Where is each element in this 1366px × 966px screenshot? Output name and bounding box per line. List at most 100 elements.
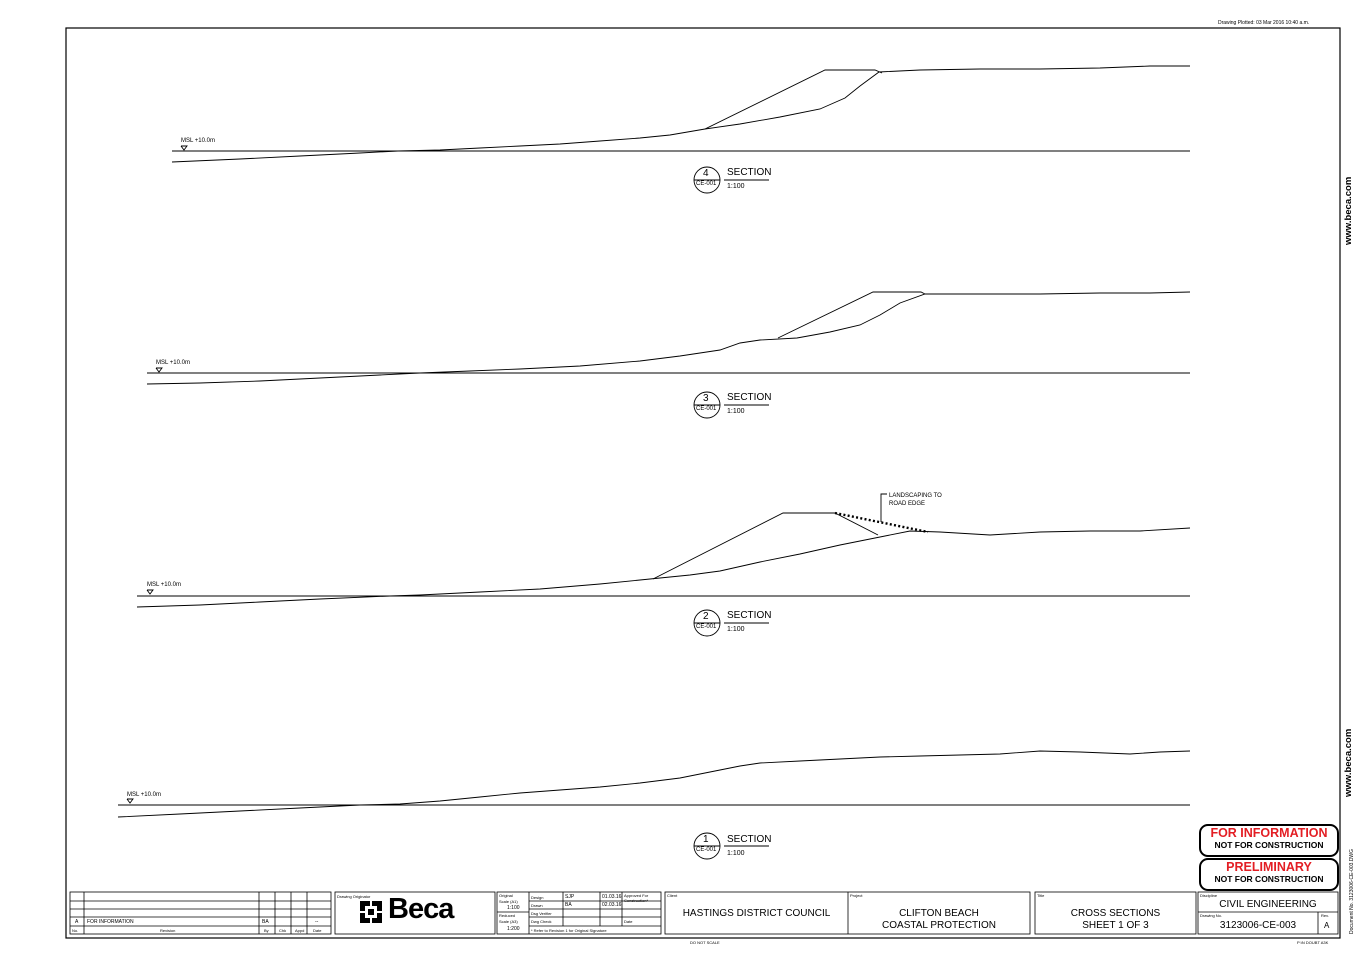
stamp-line1: PRELIMINARY: [1226, 860, 1312, 874]
website-label-upper: www.beca.com: [1343, 176, 1354, 245]
stamp-preliminary: PRELIMINARY NOT FOR CONSTRUCTION: [1199, 858, 1339, 891]
revetment-line: [704, 69, 883, 130]
plot-config: P:\N DOUBT A3K: [1297, 940, 1329, 945]
discipline-label: Discipline: [1200, 893, 1218, 898]
title-block-frame: [69, 891, 1339, 935]
drawing-no-label: Drawing No.: [1200, 913, 1223, 918]
section-4-bubble: [693, 166, 769, 194]
originator-label: Drawing Originator: [337, 894, 371, 899]
section-2-profile: [136, 493, 1191, 608]
section-1-bubble: [693, 832, 769, 860]
original-scale: 1:100: [507, 905, 520, 911]
annotation-line1: LANDSCAPING TO: [889, 493, 942, 499]
drawing-number: 3123006-CE-003: [1219, 920, 1297, 931]
msl-label: MSL +10.0m: [156, 360, 190, 366]
client-name: HASTINGS DISTRICT COUNCIL: [682, 908, 831, 919]
revision-date: --: [315, 919, 319, 925]
revetment-line: [652, 512, 879, 580]
stamp-line2: NOT FOR CONSTRUCTION: [1214, 839, 1324, 850]
reduced-scale-sub: Scale (A3): [499, 919, 518, 924]
project-line1: CLIFTON BEACH: [899, 908, 979, 919]
reduced-scale-label: Reduced: [499, 913, 516, 918]
revetment-line: [777, 291, 926, 339]
section-ref: CE-001: [696, 624, 717, 630]
msl-label: MSL +10.0m: [147, 582, 181, 588]
drawn-date: 02.03.16: [602, 902, 622, 908]
title-line1: CROSS SECTIONS: [1070, 908, 1161, 919]
sheet-border: [65, 27, 1341, 939]
section-number: 4: [703, 168, 709, 179]
design-by: SJP: [565, 894, 575, 900]
ground-line: [171, 65, 1190, 163]
rev-label: Rev.: [1321, 913, 1329, 918]
website-label-lower: www.beca.com: [1343, 728, 1354, 797]
ground-line: [136, 527, 1191, 608]
section-3-profile: [146, 291, 1191, 385]
do-not-scale: DO NOT SCALE: [690, 940, 720, 945]
section-2-bubble: [693, 609, 769, 637]
rev-letter: A: [1324, 921, 1330, 930]
document-number-vertical: Document No. 3123006-CE-003.DWG: [1349, 848, 1355, 934]
design-label: Design: [531, 895, 544, 900]
header-revision: Revision: [160, 928, 176, 933]
beca-logo-text: Beca: [388, 893, 454, 925]
section-1-profile: [117, 750, 1191, 818]
revision-description: FOR INFORMATION: [87, 919, 134, 925]
msl-triangle: [126, 798, 134, 804]
section-number: 2: [703, 611, 709, 622]
stamp-line2: NOT FOR CONSTRUCTION: [1214, 873, 1324, 884]
msl-triangle: [146, 589, 154, 595]
section-4-profile: [171, 65, 1190, 163]
section-3-bubble: [693, 391, 769, 419]
drawn-label: Drawn: [531, 903, 543, 908]
section-title: SECTION: [727, 392, 772, 403]
revision-by: BA: [262, 919, 269, 925]
date-label: Date: [624, 919, 633, 924]
project-label: Project: [850, 893, 863, 898]
annotation-line2: ROAD EDGE: [889, 501, 926, 507]
section-title: SECTION: [727, 610, 772, 621]
plot-timestamp: Drawing Plotted: 03 Mar 2016 10:40 a.m.: [1218, 20, 1310, 26]
header-date: Date: [313, 928, 322, 933]
landscaping-hatch: [834, 511, 929, 534]
header-no: No.: [72, 928, 79, 933]
revision-letter: A: [75, 919, 79, 925]
revision-note: * Refer to Revision 1 for Original Signa…: [531, 928, 607, 933]
dwg-check-label: Dwg Check: [531, 919, 552, 924]
ground-line: [146, 291, 1191, 385]
client-label: Client: [667, 893, 678, 898]
section-scale: 1:100: [727, 626, 745, 633]
project-line2: COASTAL PROTECTION: [882, 920, 996, 931]
section-ref: CE-001: [696, 181, 717, 187]
original-scale-label: Original: [499, 893, 513, 898]
section-ref: CE-001: [696, 406, 717, 412]
approved-label-2: Construction*: [624, 898, 649, 903]
beca-logo-mark: [360, 901, 382, 923]
dsg-verifier-label: Dsg Verifier: [531, 911, 552, 916]
section-scale: 1:100: [727, 408, 745, 415]
ground-line: [117, 750, 1191, 818]
section-number: 1: [703, 834, 709, 845]
reduced-scale: 1:200: [507, 926, 520, 932]
section-scale: 1:100: [727, 183, 745, 190]
section-scale: 1:100: [727, 850, 745, 857]
section-title: SECTION: [727, 167, 772, 178]
original-scale-sub: Scale (A1): [499, 899, 518, 904]
section-ref: CE-001: [696, 847, 717, 853]
title-line2: SHEET 1 OF 3: [1082, 920, 1149, 931]
msl-triangle: [180, 145, 188, 151]
header-chk: Chk: [279, 928, 287, 933]
section-number: 3: [703, 393, 709, 404]
title-label: Title: [1037, 893, 1045, 898]
section-title: SECTION: [727, 834, 772, 845]
msl-triangle: [155, 367, 163, 373]
stamp-line1: FOR INFORMATION: [1210, 826, 1328, 840]
header-by: By: [264, 928, 269, 933]
header-appd: Appd: [295, 928, 305, 933]
approved-label: Approved For: [624, 893, 649, 898]
msl-label: MSL +10.0m: [127, 792, 161, 798]
drawn-by: BA: [565, 902, 572, 908]
leader-line: [880, 493, 887, 522]
stamp-for-information: FOR INFORMATION NOT FOR CONSTRUCTION: [1199, 824, 1339, 857]
